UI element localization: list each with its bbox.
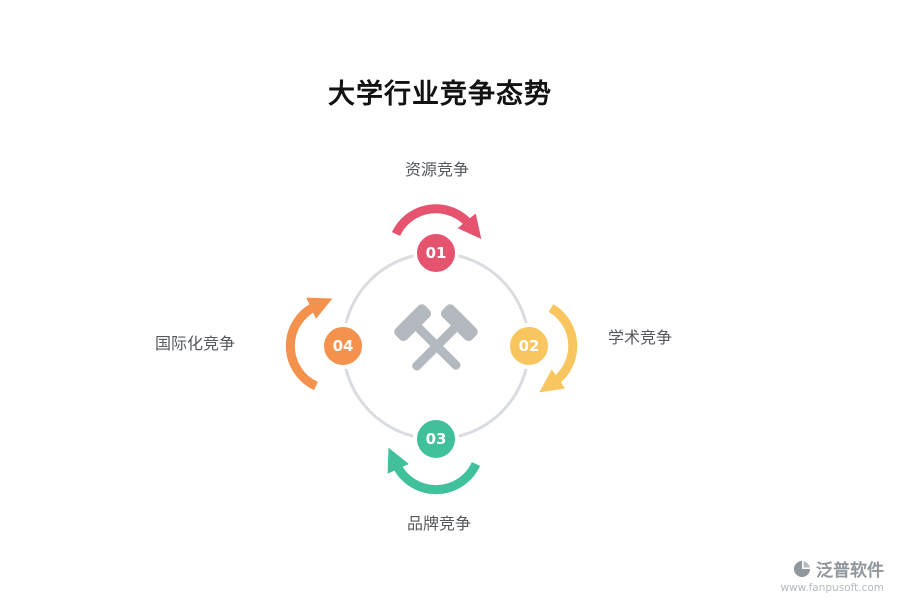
arrow-top [391,204,482,239]
node-top-number: 01 [426,244,447,262]
fanpu-logo-icon [794,560,810,577]
node-top-circle [413,230,459,276]
arrow-left [285,297,333,391]
arrow-bottom [387,447,481,495]
node-right-label: 学术竞争 [608,328,673,347]
node-right-number: 02 [519,337,540,355]
brand-name: 泛普软件 [816,561,884,581]
node-bottom-number: 03 [426,430,447,448]
node-left-number: 04 [333,337,354,355]
footer-brand: 泛普软件 www.fanpusoft.com [780,556,884,594]
page-title: 大学行业竞争态势 [328,79,552,110]
crossed-hammers-icon [394,304,478,371]
node-bottom-label: 品牌竞争 [406,514,471,533]
brand-url: www.fanpusoft.com [780,582,884,594]
arrow-right [539,304,578,393]
node-right-circle [506,323,552,369]
node-left-circle [320,323,366,369]
node-left-label: 国际化竞争 [154,334,235,353]
node-bottom-circle [413,416,459,462]
node-top-label: 资源竞争 [404,160,469,179]
